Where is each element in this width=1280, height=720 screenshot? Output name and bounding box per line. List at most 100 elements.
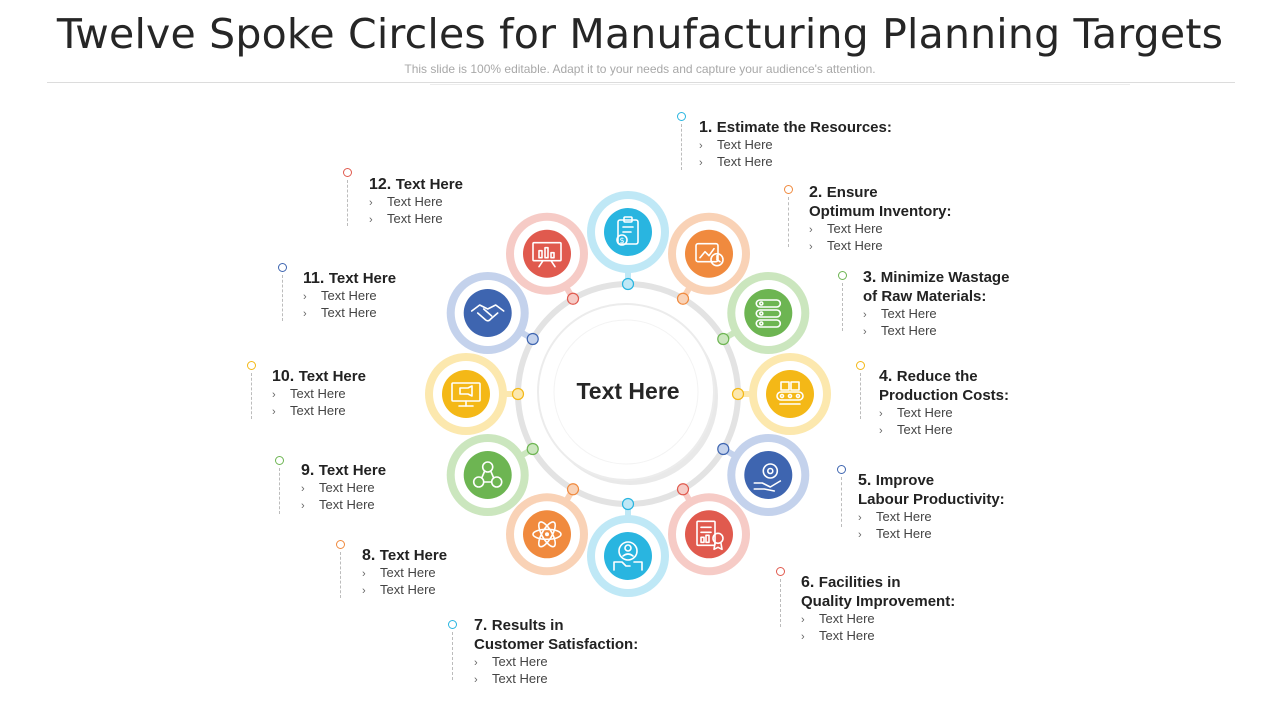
item-bullet: ›Text Here [303,288,396,305]
item-heading-text: Reduce the [896,368,978,385]
item-bullet-text: Text Here [717,154,773,169]
item-heading-text: Text Here [318,462,387,479]
item-heading-text: Text Here [328,270,397,287]
item-heading-line: 6. Facilities in [801,573,955,592]
chevron-right-icon: › [369,197,373,209]
item-heading-line: Customer Satisfaction: [474,635,638,654]
item-number: 11. [303,270,329,287]
item-bullet-list: ›Text Here›Text Here [303,288,396,322]
item-number: 8. [362,547,380,564]
spoke-ring-node [526,332,539,346]
slide-title: Twelve Spoke Circles for Manufacturing P… [56,10,1224,58]
item-heading-text: of Raw Materials: [863,288,987,305]
item-bullet: ›Text Here [362,582,447,599]
conveyor-icon [776,381,804,405]
chevron-right-icon: › [699,140,703,152]
spoke-ring-node [731,387,745,401]
item-bullet-text: Text Here [380,565,436,580]
item-heading-line: 7. Results in [474,616,638,635]
item-number: 6. [801,574,819,591]
item-number: 5. [858,472,876,489]
item-bullet: › Text Here [303,305,396,322]
item-number: 2. [809,184,827,201]
item-leader-line [251,373,252,419]
item-heading: 9. Text Here [301,461,386,480]
item-number: 1. [699,119,717,136]
item-1-block: 1. Estimate the Resources: › Text Here › Tex… [699,118,892,171]
item-bullet: ›Text Here [809,221,952,238]
item-leader-line [452,632,453,680]
item-bullet-text: Text Here [876,526,932,541]
item-bullet: ›Text Here [369,194,463,211]
chevron-right-icon: › [474,674,478,686]
item-bullet: ›Text Here [301,480,386,497]
spoke-color-disc [463,451,512,499]
customer-feedback-icon [613,541,643,571]
item-bullet-text: Text Here [819,611,875,626]
item-number: 12. [369,176,396,193]
item-bullet-text: Text Here [881,306,937,321]
item-number: 10. [272,368,299,385]
item-bullet-list: › Text Here › Text Here [699,137,892,171]
item-bullet: ›Text Here [863,323,1009,340]
item-bullet: › Text Here [699,137,892,154]
item-leader-line [681,124,682,170]
chevron-right-icon: › [858,529,862,541]
item-bullet-text: Text Here [827,221,883,236]
item-bullet: ›Text Here [863,306,1009,323]
item-bullet-text: Text Here [321,288,377,303]
spoke-ring-node [526,442,539,456]
item-heading-text: Text Here [379,547,448,564]
item-bullet: › Text Here [474,671,638,688]
item-bullet-text: Text Here [290,403,346,418]
spoke-color-disc [604,532,652,580]
item-heading-line: Labour Productivity: [858,490,1005,509]
item-marker [677,112,686,121]
item-heading-text: Estimate the Resources: [716,119,892,136]
item-bullet-text: Text Here [717,137,773,152]
center-disc-inner [553,319,699,465]
chevron-right-icon: › [303,308,307,320]
item-bullet-list: ›Text Here›Text Here [863,306,1009,340]
item-bullet-list: ›Text Here›Text Here [809,221,952,255]
item-marker [784,185,793,194]
item-number: 9. [301,462,319,479]
spoke-ring-node [676,483,690,496]
spoke-ring-node [566,483,580,496]
slide-subtitle: This slide is 100% editable. Adapt it to… [404,62,876,76]
item-marker [838,271,847,280]
item-bullet-text: Text Here [492,654,548,669]
item-number: 7. [474,617,492,634]
item-bullet: › Text Here [858,526,1005,543]
svg-text:$: $ [619,236,624,245]
item-bullet-list: ›Text Here›Text Here [369,194,463,228]
item-bullet: ›Text Here [474,654,638,671]
chevron-right-icon: › [809,241,813,253]
stacked-materials-icon [755,299,782,328]
bar-board-icon [532,241,562,268]
handshake-icon [470,304,505,322]
chevron-right-icon: › [879,408,883,420]
chevron-right-icon: › [858,512,862,524]
item-number: 3. [863,269,881,286]
chevron-right-icon: › [699,157,703,169]
item-bullet-text: Text Here [827,238,883,253]
item-leader-line [282,275,283,321]
item-bullet: ›Text Here [369,211,463,228]
item-bullet-text: Text Here [492,671,548,686]
item-marker [336,540,345,549]
hand-gear-icon [753,463,782,492]
item-heading-text: Quality Improvement: [801,593,956,610]
chevron-right-icon: › [801,614,805,626]
spoke-color-disc [744,451,793,499]
chevron-right-icon: › [301,483,305,495]
spoke-color-disc [685,510,733,559]
item-bullet-text: Text Here [321,305,377,320]
item-bullet-text: Text Here [290,386,346,401]
item-heading-text: Customer Satisfaction: [474,636,639,653]
